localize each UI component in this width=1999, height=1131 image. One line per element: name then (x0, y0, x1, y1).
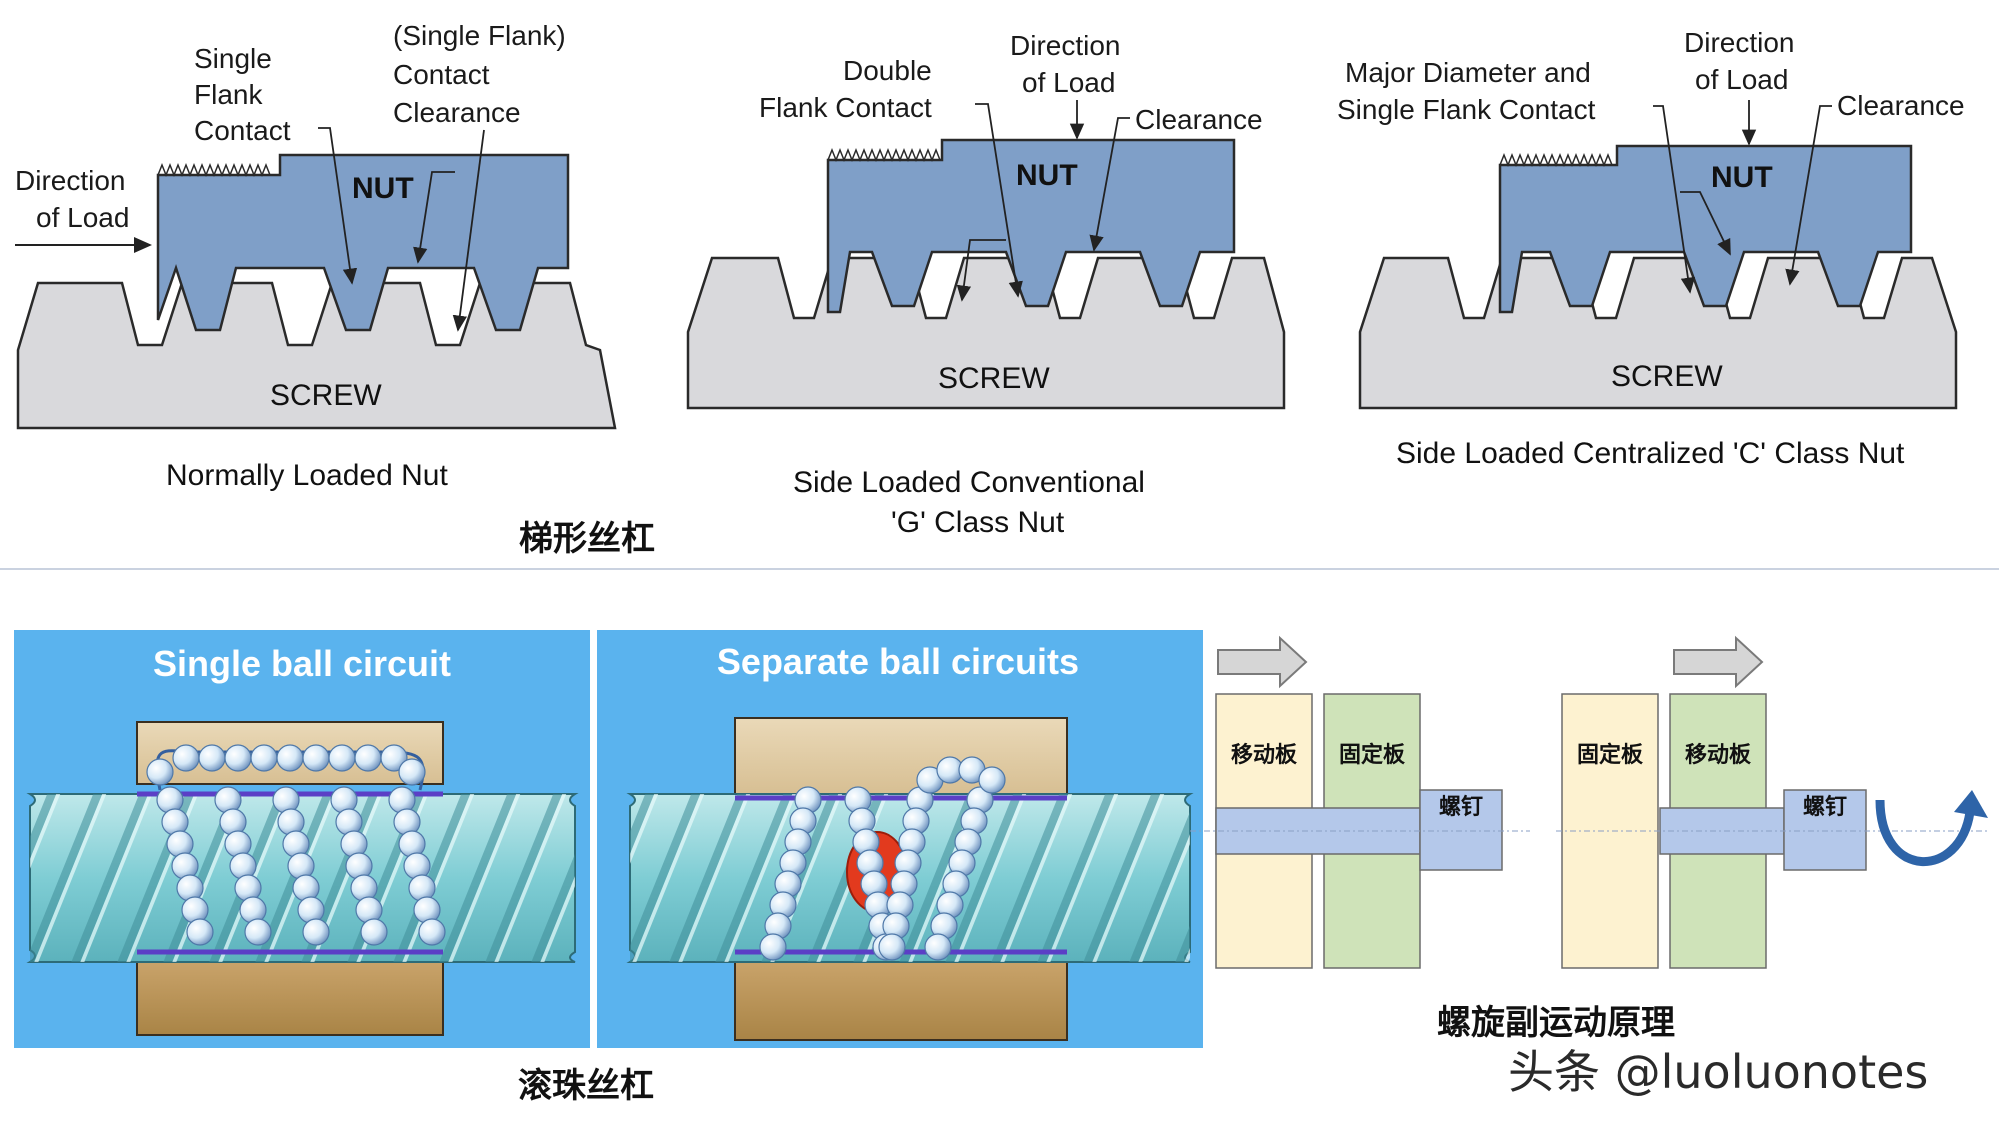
leader-major-diameter (1653, 105, 1696, 294)
label-double: Double (843, 55, 932, 86)
ball (759, 933, 787, 961)
motion-arrow (1673, 635, 1764, 689)
leader-double-flank (975, 103, 1023, 298)
label-single-flank: (Single Flank) (393, 20, 566, 51)
ball (418, 918, 446, 946)
screw-label: SCREW (938, 362, 1050, 395)
label-clearance: Clearance (1837, 90, 1965, 121)
caption: Normally Loaded Nut (166, 459, 448, 492)
label-flank: Flank (194, 79, 263, 110)
label-flank-contact: Flank Contact (759, 92, 932, 123)
label-single-flank-contact: Single Flank Contact (1337, 94, 1596, 125)
trap-diagram-c-class: NUT SCREW Major Diameter and Single Flan… (1337, 27, 1965, 470)
moving-plate-label: 移动板 (1685, 742, 1752, 768)
ball (302, 744, 330, 772)
nut-knurl (1499, 152, 1613, 168)
trap-diagram-normal: NUT SCREW Single Flank Contact (Single F… (15, 20, 617, 492)
nut-label: NUT (1016, 159, 1078, 192)
nut-upper (734, 717, 1068, 795)
rotation-arrow-head (1954, 790, 1988, 818)
label-direction: Direction (15, 165, 125, 196)
nut-lower (734, 961, 1068, 1041)
nut-body (156, 153, 570, 332)
ball (224, 744, 252, 772)
label-contact: Contact (194, 115, 291, 146)
moving-plate-label: 移动板 (1231, 742, 1298, 768)
ball (878, 933, 906, 961)
label-major-diameter: Major Diameter and (1345, 57, 1591, 88)
label-clearance: Clearance (393, 97, 521, 128)
screw-label: SCREW (270, 379, 382, 412)
label-direction: Direction (1010, 30, 1120, 61)
ball (146, 758, 174, 786)
screw-head (1783, 789, 1867, 871)
screw-label: SCREW (1611, 360, 1723, 393)
label-of-load: of Load (1695, 64, 1788, 95)
ball (250, 744, 278, 772)
section-title-ballscrew: 滚珠丝杠 (518, 1066, 654, 1106)
screw-head (1419, 789, 1503, 871)
label-clearance: Clearance (1135, 104, 1263, 135)
fixed-plate-label: 固定板 (1339, 742, 1406, 768)
screw-label: 螺钉 (1439, 794, 1483, 820)
ball-panel-separate: Separate ball circuits (597, 630, 1203, 1048)
leader-double-flank-2 (956, 239, 1006, 302)
label-of-load: of Load (1022, 67, 1115, 98)
ball (380, 744, 408, 772)
rotation-arrow (1875, 799, 1975, 866)
ball (354, 744, 382, 772)
nut-label: NUT (1711, 161, 1773, 194)
section-title-trapezoidal: 梯形丝杠 (519, 519, 655, 559)
screw-body (16, 281, 617, 430)
ball (198, 744, 226, 772)
ball (398, 758, 426, 786)
leader-clearance (1785, 105, 1832, 286)
watermark: 头条 @luoluonotes (1508, 1045, 1928, 1099)
label-contact-2: Contact (393, 59, 490, 90)
leader-clearance (452, 129, 485, 332)
panel-title: Single ball circuit (153, 643, 451, 684)
caption: Side Loaded Centralized 'C' Class Nut (1396, 437, 1905, 470)
fixed-plate-label: 固定板 (1577, 742, 1644, 768)
label-direction: Direction (1684, 27, 1794, 58)
label-single: Single (194, 43, 272, 74)
principle-right: 固定板 移动板 螺钉 (1556, 635, 1990, 969)
nut-knurl (157, 162, 271, 178)
ball (244, 918, 272, 946)
ball (302, 918, 330, 946)
nut-body (1498, 144, 1913, 314)
screw-shank (1659, 807, 1785, 855)
trap-diagram-g-class: NUT SCREW Double Flank Contact Direction… (686, 30, 1286, 539)
nut-body (826, 138, 1236, 314)
ball (328, 744, 356, 772)
screw-label: 螺钉 (1803, 794, 1847, 820)
ball-chain (759, 756, 1006, 961)
nut-knurl (827, 147, 941, 163)
principle-left: 移动板 固定板 螺钉 (1190, 635, 1530, 969)
ball (276, 744, 304, 772)
section-title-principle: 螺旋副运动原理 (1437, 1003, 1675, 1043)
ball (978, 766, 1006, 794)
leader-single-flank (318, 127, 358, 285)
ball (924, 933, 952, 961)
motion-arrow (1217, 635, 1308, 689)
nut-lower (136, 961, 444, 1036)
ball-panel-single: Single ball circuit (14, 630, 590, 1048)
leader-single-flank (1680, 191, 1731, 256)
ball-chain (146, 744, 446, 946)
ball (186, 918, 214, 946)
ball (360, 918, 388, 946)
nut-label: NUT (352, 172, 414, 205)
ball (172, 744, 200, 772)
leader-clearance (1089, 117, 1130, 252)
label-of-load: of Load (36, 202, 129, 233)
leader-contact (413, 171, 455, 264)
panel-title: Separate ball circuits (717, 641, 1079, 682)
caption-line1: Side Loaded Conventional (793, 466, 1145, 499)
caption-line2: 'G' Class Nut (891, 506, 1065, 539)
